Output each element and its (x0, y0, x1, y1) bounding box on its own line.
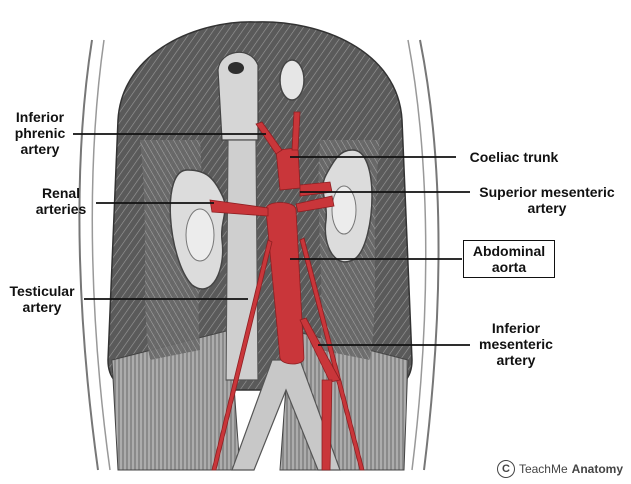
label-renal-arteries: Renal arteries (28, 185, 94, 217)
coeliac-trunk-shape (276, 148, 300, 190)
label-superior-mesenteric-artery: Superior mesenteric artery (472, 184, 622, 216)
vena-cava-opening (280, 60, 304, 100)
label-inferior-mesenteric-artery: Inferior mesenteric artery (472, 320, 560, 368)
ima-descending (322, 380, 332, 470)
label-testicular-artery: Testicular artery (0, 283, 84, 315)
credit-watermark: C TeachMe Anatomy (497, 460, 623, 478)
copyright-icon: C (497, 460, 515, 478)
label-abdominal-aorta: Abdominal aorta (463, 240, 555, 278)
esophageal-hiatus (228, 62, 244, 74)
label-inferior-phrenic-artery: Inferior phrenic artery (8, 109, 72, 157)
credit-prefix: TeachMe (519, 462, 568, 476)
label-coeliac-trunk: Coeliac trunk (458, 149, 570, 165)
credit-brand: Anatomy (572, 462, 623, 476)
vertebral-column (226, 140, 258, 380)
